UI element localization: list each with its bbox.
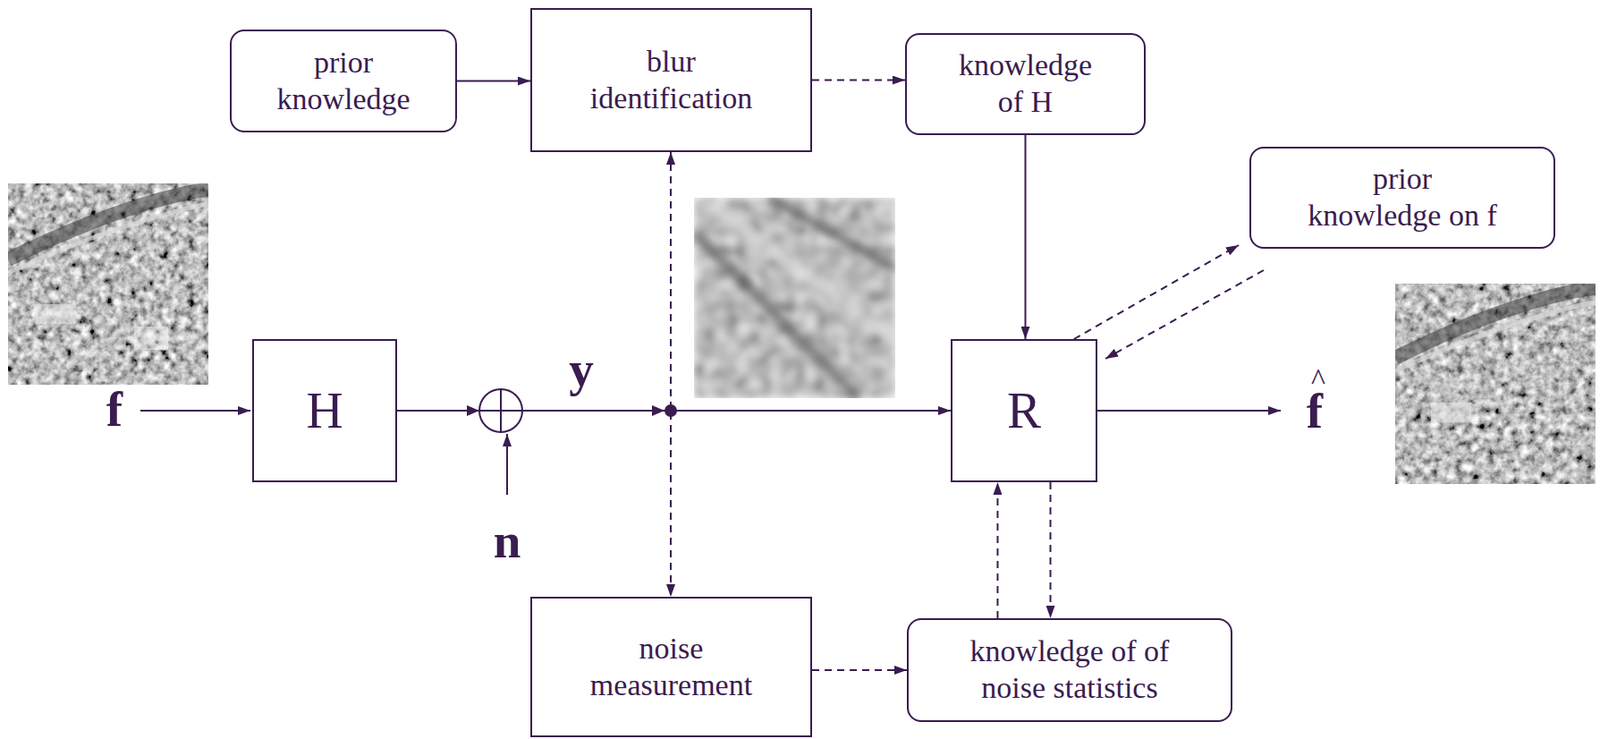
knowledge-box: prior knowledge <box>229 29 458 133</box>
noise-arrow <box>506 433 508 495</box>
process-box: noise measurement <box>530 596 813 737</box>
node-text: H <box>305 380 343 441</box>
connector <box>397 409 951 412</box>
node-text: prior knowledge on f <box>1304 160 1500 235</box>
dashed-connector <box>812 668 907 671</box>
dashed-connector <box>1049 482 1052 618</box>
signal-name: f <box>106 382 123 438</box>
restoration-box: R <box>950 338 1098 483</box>
node-text: R <box>1007 380 1042 441</box>
restored-image <box>1395 283 1596 484</box>
signal-name: y <box>568 342 594 398</box>
system-box: H <box>252 338 398 483</box>
dashed-connector <box>812 79 906 82</box>
signal-name: n <box>493 514 522 569</box>
dashed-connector <box>996 482 999 618</box>
dashed-connector <box>1074 245 1239 339</box>
node-text: blur identification <box>568 43 775 118</box>
input-arrow <box>140 409 251 412</box>
output-arrow <box>1097 409 1281 412</box>
dashed-connector <box>1105 270 1264 359</box>
connector <box>457 80 531 83</box>
input-image <box>8 183 209 385</box>
node-text: prior knowledge <box>253 44 433 119</box>
knowledge-box: knowledge of of noise statistics <box>906 617 1233 722</box>
dashed-connector <box>397 410 671 597</box>
knowledge-box: prior knowledge on f <box>1249 146 1556 249</box>
process-box: blur identification <box>530 8 813 153</box>
connector <box>1024 135 1027 339</box>
node-text: noise measurement <box>568 630 775 704</box>
knowledge-box: knowledge of H <box>905 33 1146 136</box>
node-text: knowledge of H <box>949 47 1102 121</box>
node-text: knowledge of of noise statistics <box>962 633 1177 707</box>
signal-name: f <box>1306 384 1323 440</box>
blurred-image <box>694 197 896 398</box>
dashed-connector <box>397 152 671 411</box>
